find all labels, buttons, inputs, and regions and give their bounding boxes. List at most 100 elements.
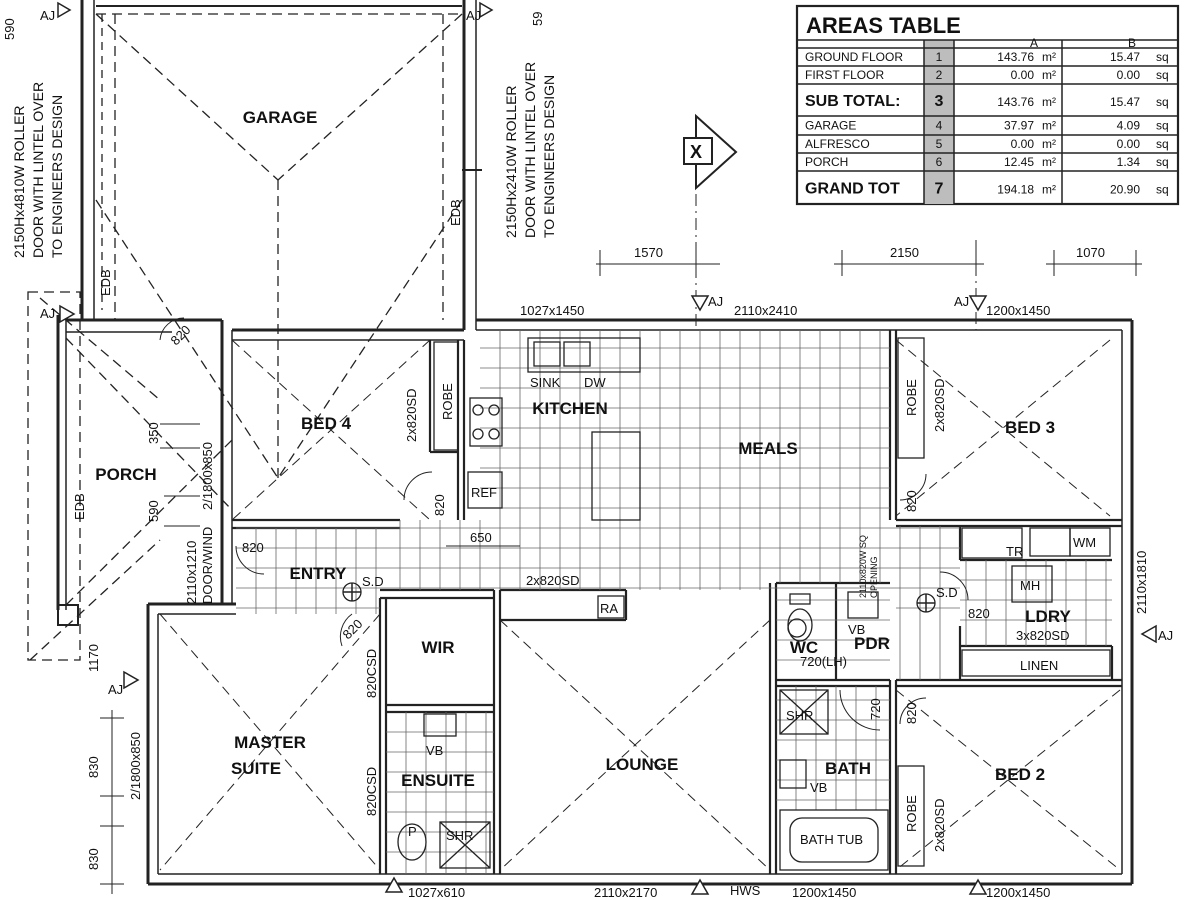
wir-820csd: 820CSD — [364, 649, 379, 698]
areas-row-unit-a: m² — [1042, 137, 1056, 151]
ra-label: RA — [600, 601, 618, 616]
window-2110x2410: 2110x2410 — [734, 303, 797, 318]
shr-label-bath: SHR — [786, 708, 813, 723]
areas-row-unit-b: sq — [1156, 137, 1169, 151]
door-820-ldry: 820 — [968, 606, 990, 621]
svg-text:DOOR WITH LINTEL OVER: DOOR WITH LINTEL OVER — [30, 82, 46, 258]
room-bed4: BED 4 — [301, 414, 352, 433]
room-bed2: BED 2 — [995, 765, 1045, 784]
hws-label: HWS — [730, 883, 761, 898]
door-820-entry: 820 — [242, 540, 264, 555]
linen-label: LINEN — [1020, 658, 1058, 673]
areas-row-value-a: 0.00 — [1011, 68, 1035, 82]
areas-row-number: 5 — [936, 137, 943, 151]
room-master-line2: SUITE — [231, 759, 281, 778]
window-1027x610: 1027x610 — [408, 885, 465, 900]
areas-row-number: 4 — [936, 119, 943, 133]
room-wc: WC — [790, 638, 818, 657]
porch-outline — [27, 291, 233, 661]
areas-row-value-a: 0.00 — [1011, 137, 1035, 151]
svg-text:TO ENGINEERS DESIGN: TO ENGINEERS DESIGN — [541, 75, 557, 238]
areas-row-unit-b: sq — [1156, 50, 1169, 64]
room-pdr: PDR — [854, 634, 890, 653]
sink-label: SINK — [530, 375, 561, 390]
svg-text:TO ENGINEERS DESIGN: TO ENGINEERS DESIGN — [49, 95, 65, 258]
garage-walls — [80, 0, 482, 479]
areas-row-value-b: 0.00 — [1117, 137, 1141, 151]
dim-350: 350 — [146, 422, 161, 444]
dim-590: 590 — [146, 500, 161, 522]
room-kitchen: KITCHEN — [532, 399, 608, 418]
room-porch: PORCH — [95, 465, 156, 484]
areas-row-unit-a: m² — [1042, 95, 1056, 109]
room-garage: GARAGE — [243, 108, 318, 127]
room-entry: ENTRY — [290, 564, 348, 583]
smoke-detector-label-ldry: S.D — [936, 585, 958, 600]
room-master-line1: MASTER — [234, 733, 306, 752]
room-bed3: BED 3 — [1005, 418, 1055, 437]
floor-tiles — [236, 330, 1112, 874]
areas-row-label: FIRST FLOOR — [805, 68, 884, 82]
aj-label-1: AJ — [40, 8, 55, 23]
window-2-1800x850-master: 2/1800x850 — [128, 732, 143, 800]
vb-label-pdr: VB — [848, 622, 865, 637]
robe-label-bed4: ROBE — [440, 383, 455, 420]
areas-row-value-b: 0.00 — [1117, 68, 1141, 82]
window-1200x1450-bottom2: 1200x1450 — [986, 885, 1050, 900]
svg-text:2110x1210: 2110x1210 — [184, 541, 199, 604]
bath-tub-label: BATH TUB — [800, 832, 863, 847]
room-ldry: LDRY — [1025, 607, 1071, 626]
robe-label-bed3: ROBE — [904, 379, 919, 416]
window-2-1800x850-bed4: 2/1800x850 — [200, 442, 215, 510]
edb-label-porch: EDB — [72, 493, 87, 520]
garage-door-left-note: 2150Hx4810W ROLLER DOOR WITH LINTEL OVER… — [11, 82, 65, 258]
dimension-labels: 1570 2150 1070 1027x1450 2110x2410 1200x… — [2, 12, 1149, 900]
mh-label: MH — [1020, 578, 1040, 593]
ensuite-820csd: 820CSD — [364, 767, 379, 816]
dim-650: 650 — [470, 530, 492, 545]
wm-label: WM — [1073, 535, 1096, 550]
areas-table-title: AREAS TABLE — [806, 13, 961, 38]
dw-label: DW — [584, 375, 606, 390]
areas-row-value-b: 15.47 — [1110, 95, 1140, 109]
pan-label: P — [408, 824, 417, 839]
window-1200x1450-top: 1200x1450 — [986, 303, 1050, 318]
fixtures — [397, 337, 1111, 871]
aj-label-4: AJ — [708, 294, 723, 309]
smoke-detector-label-entry: S.D — [362, 574, 384, 589]
room-meals: MEALS — [738, 439, 798, 458]
vb-label-ensuite: VB — [426, 743, 443, 758]
svg-text:OPENING: OPENING — [869, 556, 879, 598]
door-820-bed4: 820 — [432, 494, 447, 516]
shr-label-ensuite: SHR — [446, 828, 473, 843]
svg-text:DOOR/WIND: DOOR/WIND — [200, 527, 215, 604]
areas-row-number: 7 — [935, 181, 944, 198]
aj-label-5: AJ — [954, 294, 969, 309]
door-820-master: 820 — [340, 616, 366, 642]
door-820-bed2: 820 — [904, 702, 919, 724]
dim-830-upper: 830 — [86, 756, 101, 778]
areas-row-unit-b: sq — [1156, 183, 1169, 197]
pdr-opening-note: 2110x820W SQ OPENING — [858, 535, 879, 598]
areas-row-value-a: 194.18 — [997, 183, 1034, 197]
door-720-lh-wc: 720(LH) — [800, 654, 847, 669]
vb-label-bath: VB — [810, 780, 827, 795]
room-diagonals — [159, 339, 1121, 871]
areas-row-number: 1 — [936, 50, 943, 64]
areas-row-unit-a: m² — [1042, 183, 1056, 197]
areas-row-unit-b: sq — [1156, 119, 1169, 133]
door-notes: 2150Hx4810W ROLLER DOOR WITH LINTEL OVER… — [11, 62, 879, 604]
areas-row-value-b: 4.09 — [1117, 119, 1141, 133]
areas-row-unit-a: m² — [1042, 68, 1056, 82]
door-820-porch: 820 — [168, 322, 194, 348]
areas-row-value-a: 143.76 — [997, 50, 1034, 64]
areas-row-value-a: 12.45 — [1004, 155, 1034, 169]
ldry-3x820sd: 3x820SD — [1016, 628, 1069, 643]
door-720-bath: 720 — [868, 698, 883, 720]
x-marker-label: X — [690, 142, 702, 162]
hall-cupboard-2x820sd: 2x820SD — [526, 573, 579, 588]
areas-row-unit-b: sq — [1156, 68, 1169, 82]
ref-label: REF — [471, 485, 497, 500]
